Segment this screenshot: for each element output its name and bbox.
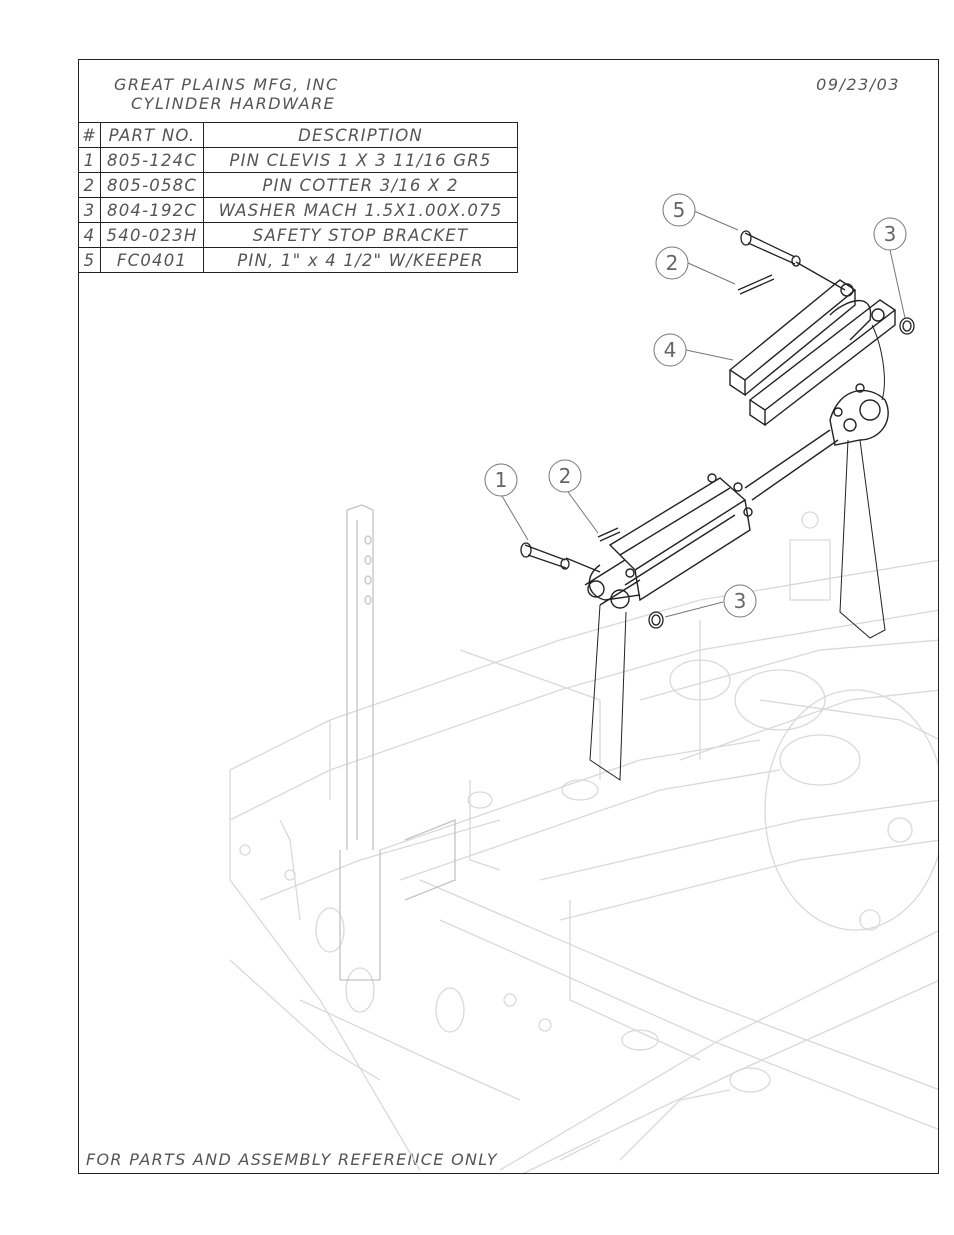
table-row: 4 540-023H SAFETY STOP BRACKET	[77, 222, 519, 248]
part-description: PIN COTTER 3/16 X 2	[203, 172, 519, 198]
footer-note: FOR PARTS AND ASSEMBLY REFERENCE ONLY	[86, 1150, 498, 1169]
table-row: 2 805-058C PIN COTTER 3/16 X 2	[77, 172, 519, 198]
callout-5-top: 5	[662, 193, 696, 227]
callout-4: 4	[653, 333, 687, 367]
part-number: 805-124C	[100, 147, 205, 173]
row-number: 5	[77, 247, 102, 273]
column-header-number: #	[77, 122, 102, 148]
table-row: 5 FC0401 PIN, 1" x 4 1/2" W/KEEPER	[77, 247, 519, 273]
svg-text:1: 1	[495, 468, 508, 492]
svg-text:2: 2	[559, 464, 572, 488]
part-description: SAFETY STOP BRACKET	[203, 222, 519, 248]
background-post-drawing	[339, 504, 456, 981]
background-frame-drawing	[229, 511, 938, 1173]
part-number: FC0401	[100, 247, 205, 273]
hardware-parts	[520, 230, 915, 629]
svg-text:3: 3	[884, 222, 897, 246]
callout-2-top: 2	[655, 246, 689, 280]
callout-3-bottom: 3	[723, 584, 757, 618]
callout-leaders	[501, 210, 906, 618]
callout-2-bottom: 2	[548, 459, 582, 493]
callout-3-top: 3	[873, 217, 907, 251]
part-description: PIN CLEVIS 1 X 3 11/16 GR5	[203, 147, 519, 173]
assembly-lines	[589, 324, 886, 781]
drawing-title: CYLINDER HARDWARE	[131, 94, 336, 113]
column-header-part: PART NO.	[100, 122, 205, 148]
svg-text:2: 2	[666, 251, 679, 275]
part-number: 805-058C	[100, 172, 205, 198]
part-number: 540-023H	[100, 222, 205, 248]
svg-text:4: 4	[664, 338, 677, 362]
safety-stop-bracket	[728, 279, 897, 427]
column-header-description: DESCRIPTION	[203, 122, 519, 148]
table-header-row: # PART NO. DESCRIPTION	[77, 122, 519, 148]
part-number: 804-192C	[100, 197, 205, 223]
table-row: 3 804-192C WASHER MACH 1.5X1.00X.075	[77, 197, 519, 223]
table-row: 1 805-124C PIN CLEVIS 1 X 3 11/16 GR5	[77, 147, 519, 173]
drawing-date: 09/23/03	[816, 75, 900, 94]
parts-table: # PART NO. DESCRIPTION 1 805-124C PIN CL…	[77, 122, 519, 273]
svg-text:3: 3	[734, 589, 747, 613]
drawing-sheet: GREAT PLAINS MFG, INC CYLINDER HARDWARE …	[77, 59, 939, 1174]
svg-text:5: 5	[673, 198, 686, 222]
row-number: 1	[77, 147, 102, 173]
hydraulic-cylinder	[584, 383, 889, 609]
part-description: WASHER MACH 1.5X1.00X.075	[203, 197, 519, 223]
callout-1: 1	[484, 463, 518, 497]
part-description: PIN, 1" x 4 1/2" W/KEEPER	[203, 247, 519, 273]
company-name: GREAT PLAINS MFG, INC	[114, 75, 339, 94]
